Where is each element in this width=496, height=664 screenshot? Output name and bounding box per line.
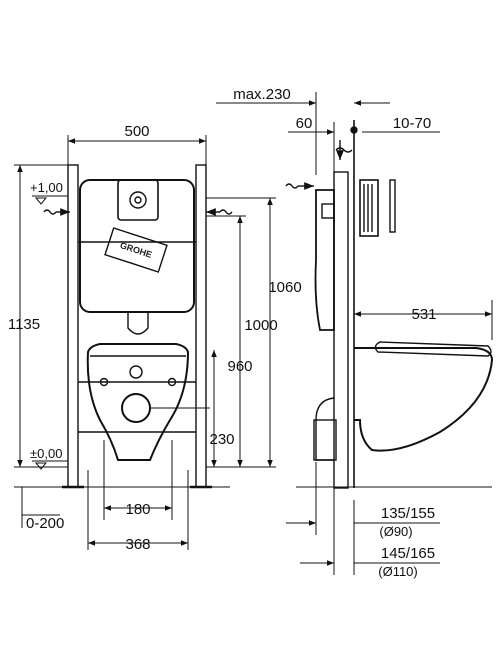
- label-floor-level: ±0,00: [30, 446, 62, 461]
- side-wall-panel: [389, 179, 396, 233]
- brand-logo: GROHE: [119, 240, 153, 260]
- frame-right-post: [195, 164, 207, 488]
- label-230: 230: [209, 431, 234, 448]
- flush-plate-opening: [117, 179, 159, 221]
- side-waste-pipe: [315, 397, 335, 461]
- frame-left-post: [67, 164, 79, 488]
- side-view: [285, 120, 494, 489]
- front-view: [43, 164, 233, 489]
- side-wc-pan: [354, 347, 494, 452]
- side-flow-wave-icon: [335, 147, 353, 153]
- label-10-70: 10-70: [393, 115, 431, 132]
- side-cistern-valve: [321, 203, 335, 219]
- label-500: 500: [124, 123, 149, 140]
- label-531: 531: [411, 306, 436, 323]
- label-top-level: +1,00: [30, 180, 63, 195]
- label-0-200: 0-200: [26, 515, 64, 532]
- side-flush-plate-ribs: [363, 184, 373, 232]
- inlet-left-wave-icon: [43, 209, 57, 215]
- side-dimensions: [216, 92, 493, 575]
- label-368: 368: [125, 536, 150, 553]
- side-reference-dot-icon: [350, 126, 358, 134]
- level-top-marker-icon: [34, 197, 48, 205]
- label-135-155: 135/155: [381, 505, 435, 522]
- label-1000: 1000: [244, 317, 277, 334]
- flush-button-center-icon: [134, 196, 142, 204]
- level-floor-marker-icon: [34, 462, 48, 470]
- label-1135: 1135: [8, 316, 40, 333]
- label-1060: 1060: [268, 279, 301, 296]
- front-dimensions: [14, 135, 276, 550]
- side-cistern: [314, 189, 335, 331]
- label-diameter-110: (Ø110): [378, 564, 418, 579]
- label-145-165: 145/165: [381, 545, 435, 562]
- label-960: 960: [227, 358, 252, 375]
- label-diameter-90: (Ø90): [379, 524, 412, 539]
- label-60: 60: [296, 115, 313, 132]
- side-flush-plate: [359, 179, 379, 237]
- wc-pan-front: [86, 343, 190, 461]
- flush-pipe: [127, 312, 149, 335]
- water-inlet-icon: [129, 365, 143, 379]
- side-wc-seat: [374, 341, 492, 357]
- logo-plate: [104, 227, 168, 273]
- label-max230: max.230: [233, 86, 291, 103]
- flush-button-icon: [129, 191, 147, 209]
- side-inlet-wave-icon: [285, 183, 299, 189]
- label-180: 180: [125, 501, 150, 518]
- waste-outlet-icon: [121, 393, 151, 423]
- side-waste-bend: [313, 419, 337, 461]
- inlet-right-wave-icon: [219, 209, 233, 215]
